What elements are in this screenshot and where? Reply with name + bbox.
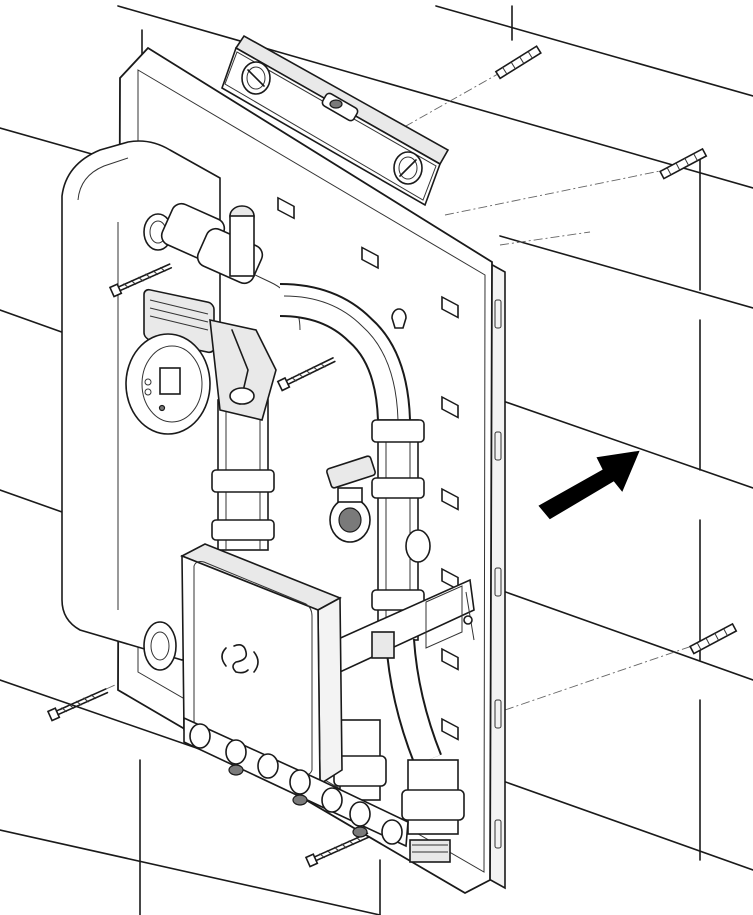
direction-arrow — [538, 450, 640, 520]
screw-middle — [276, 357, 336, 392]
keyhole-slot — [391, 308, 407, 329]
ball-valve — [326, 455, 431, 563]
wall-plug-bottom — [689, 622, 738, 655]
spirit-level — [221, 34, 450, 207]
screw-bottom-left — [46, 688, 109, 722]
manifold — [143, 621, 409, 848]
control-box — [180, 543, 343, 786]
screw-top-left — [108, 263, 173, 298]
circulation-pump — [125, 288, 277, 435]
mounting-screws — [46, 263, 370, 868]
support-bracket — [335, 578, 475, 674]
level-vial-right — [393, 151, 423, 185]
brand-logo-mark — [221, 644, 259, 674]
level-vial-left — [241, 61, 271, 95]
level-vial-center — [321, 92, 359, 122]
wall-plug-middle — [659, 147, 708, 180]
top-unions — [143, 202, 264, 285]
wall-plug-top — [494, 45, 542, 80]
wall-plugs — [494, 45, 738, 655]
